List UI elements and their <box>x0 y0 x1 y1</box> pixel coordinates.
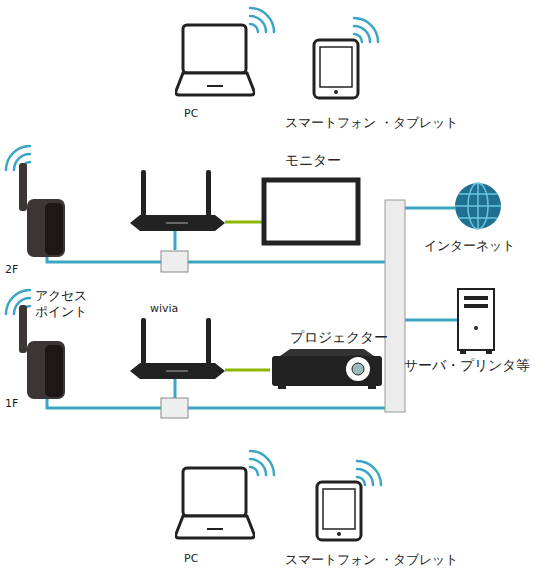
wifi-waves <box>354 18 378 42</box>
switch <box>385 200 405 412</box>
device-node: インターネット <box>420 180 540 260</box>
device-node: サーバ・プリンタ等 <box>404 285 546 379</box>
device-label: PC <box>184 552 198 566</box>
wifi-waves <box>250 451 274 475</box>
device-node: 2F <box>2 163 62 279</box>
tablet-icon <box>314 40 358 98</box>
hdmi-cable <box>225 221 262 224</box>
tablet-icon <box>317 482 361 540</box>
laptop-icon <box>176 25 254 95</box>
access-point-icon <box>19 163 65 257</box>
device-label: インターネット <box>424 238 515 254</box>
device-node: モニター <box>260 150 362 246</box>
device-node: wivia <box>128 300 225 382</box>
monitor-icon <box>264 180 358 243</box>
device-label: PC <box>184 107 198 121</box>
device-node: アクセス ポイント 1F <box>2 288 102 416</box>
device-label: wivia <box>150 302 178 316</box>
wifi-waves <box>357 461 381 485</box>
device-label: サーバ・プリンタ等 <box>404 357 530 375</box>
device-node: PC <box>170 460 260 570</box>
hub <box>161 251 188 272</box>
device-label: アクセス ポイント <box>35 288 97 321</box>
device-node: スマートフォン ・タブレット <box>285 40 470 134</box>
globe-icon <box>455 183 501 229</box>
device-label: プロジェクター <box>290 329 388 347</box>
wifi-waves <box>250 8 274 32</box>
device-node: PC <box>170 20 260 126</box>
device-label: モニター <box>285 152 341 170</box>
floor-label: 1F <box>5 397 18 411</box>
device-label: スマートフォン ・タブレット <box>285 552 458 568</box>
projector-icon <box>272 349 382 389</box>
wivia-icon <box>130 170 225 231</box>
floor-label: 2F <box>5 263 18 277</box>
device-node: プロジェクター <box>270 328 405 390</box>
hdmi-cable <box>225 369 270 372</box>
server-icon <box>458 289 494 354</box>
device-node: スマートフォン ・タブレット <box>285 478 470 571</box>
laptop-icon <box>176 468 254 538</box>
device-label: スマートフォン ・タブレット <box>285 115 458 131</box>
wivia-icon <box>130 318 225 379</box>
hub <box>161 398 188 418</box>
